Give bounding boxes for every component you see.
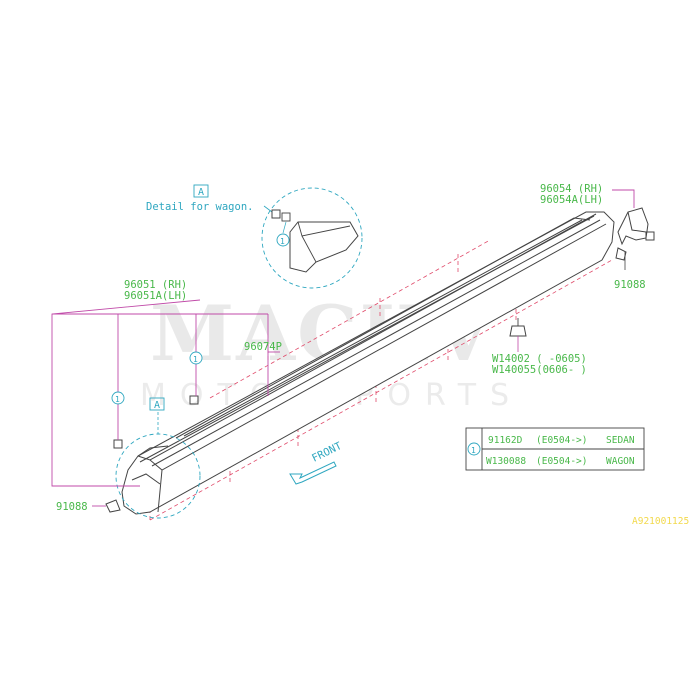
label-96051-rh: 96051 (RH) <box>124 279 187 291</box>
callout-circles: 1 1 <box>111 351 203 405</box>
label-91088-rear: 91088 <box>614 279 646 291</box>
diagram-code: A921001125 <box>632 516 689 527</box>
detail-caption: Detail for wagon. <box>146 201 253 213</box>
detail-marker-label: A <box>198 187 204 198</box>
label-w14002: W14002 ( -0605) <box>492 353 587 365</box>
svg-text:1: 1 <box>280 237 285 246</box>
clip-icon-detail <box>281 212 291 222</box>
legend-row-1-code: 91162D <box>488 435 523 446</box>
detail-view-wagon: 1 <box>261 187 363 289</box>
label-96054-rh: 96054 (RH) <box>540 183 603 195</box>
marker-box-front <box>149 397 165 411</box>
label-91088-front: 91088 <box>56 501 88 513</box>
leader-lines-rear <box>612 189 635 208</box>
label-96051a-lh: 96051A(LH) <box>124 290 187 302</box>
clip-icon-w14002 <box>509 325 527 337</box>
legend-row-1-body: SEDAN <box>606 435 635 446</box>
label-w140055: W140055(0606- ) <box>492 364 587 376</box>
callout-circle-detail <box>276 233 290 247</box>
svg-text:1: 1 <box>115 395 120 404</box>
legend-row-2-range: (E0504->) <box>536 456 587 467</box>
front-arrow: FRONT <box>289 440 344 485</box>
marker-label-front: A <box>154 400 160 411</box>
label-96074p: 96074P <box>244 341 282 353</box>
front-label: FRONT <box>310 440 344 465</box>
legend-row-2-code: W130088 <box>486 456 526 467</box>
detail-caption-leader <box>263 205 273 213</box>
marker-box-detail <box>193 184 209 198</box>
leader-lines-front <box>51 299 280 507</box>
legend-row-1-range: (E0504->) <box>536 435 587 446</box>
legend-table: 1 91162D (E0504->) SEDAN W130088 (E0504-… <box>465 427 645 471</box>
legend-marker-circle <box>467 442 481 456</box>
side-sill-body <box>121 211 615 515</box>
legend-marker: 1 <box>471 446 476 455</box>
rear-bracket <box>615 207 655 261</box>
label-96054a-lh: 96054A(LH) <box>540 194 603 206</box>
legend-row-2-body: WAGON <box>606 456 635 467</box>
svg-text:1: 1 <box>193 355 198 364</box>
